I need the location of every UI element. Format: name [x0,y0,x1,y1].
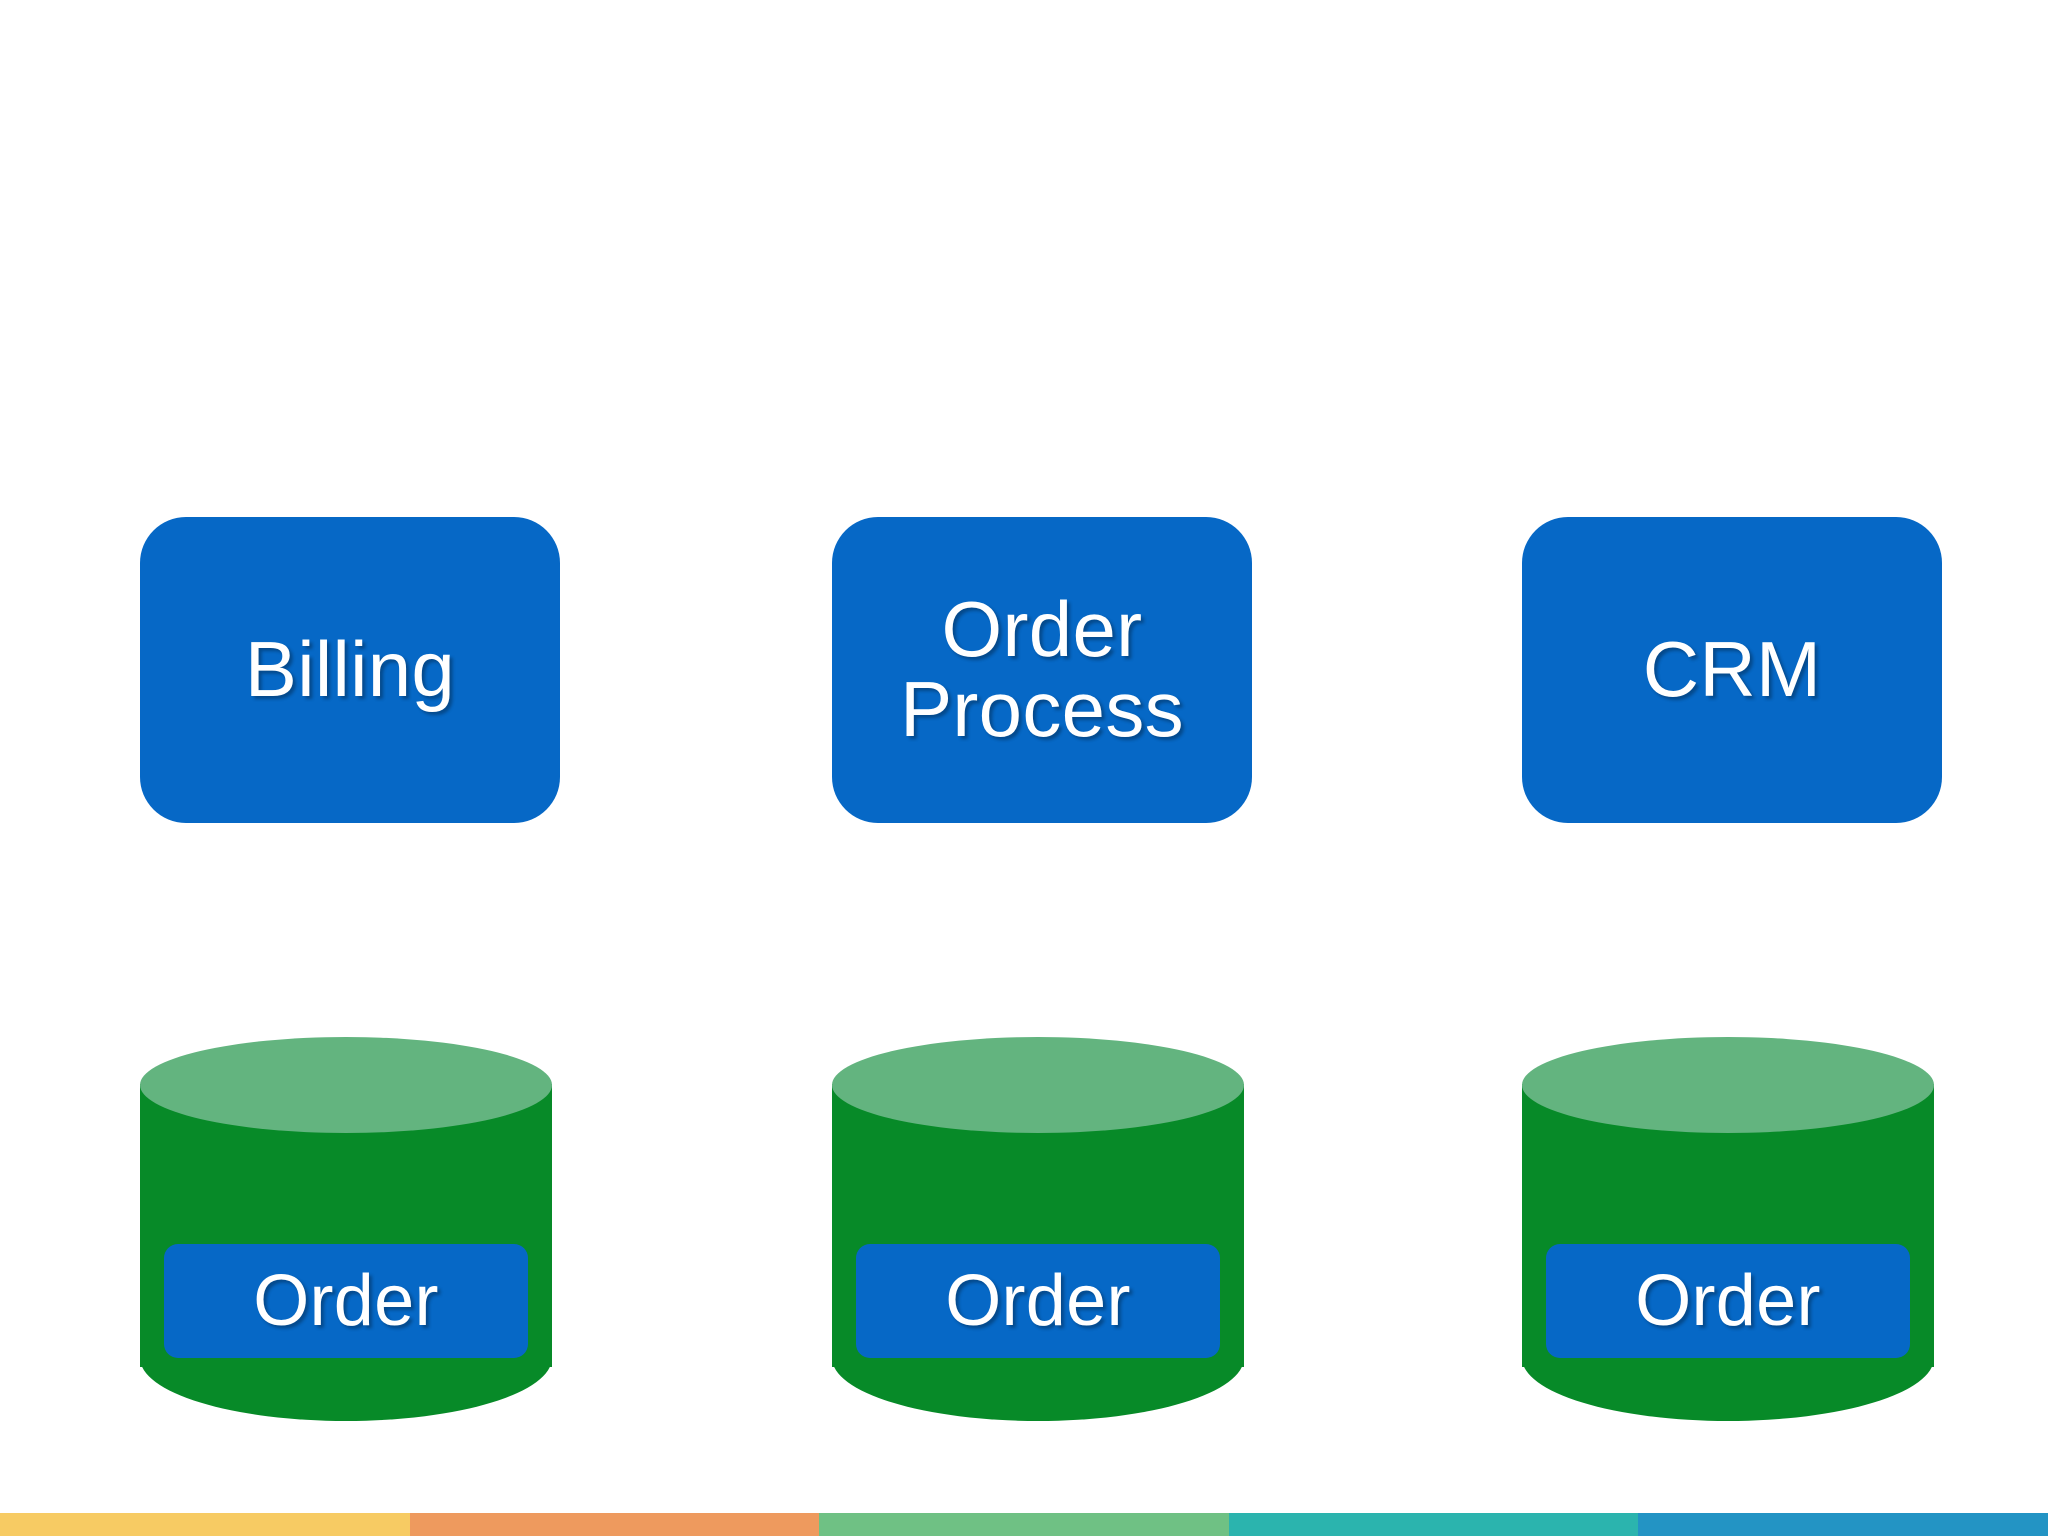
app-box-billing[interactable]: Billing [140,517,560,823]
database-label: Order [945,1261,1131,1341]
app-box-order-process[interactable]: Order Process [832,517,1252,823]
application-row: Billing Order Process CRM [0,517,2048,825]
database-label: Order [1635,1261,1821,1341]
cylinder-top-ellipse-icon [140,1037,552,1133]
cylinder-top-ellipse-icon [832,1037,1244,1133]
app-box-label: Billing [244,625,456,714]
accent-bar-segment-4 [1638,1513,2048,1536]
database-label: Order [253,1261,439,1341]
database-cylinder-order-process[interactable]: Order [832,1037,1244,1422]
app-box-label: Order Process [900,585,1184,753]
accent-bar [0,1513,2048,1536]
app-box-label: CRM [1642,625,1822,714]
accent-bar-segment-0 [0,1513,410,1536]
database-label-plate[interactable]: Order [856,1244,1220,1358]
accent-bar-segment-3 [1228,1513,1639,1536]
app-box-crm[interactable]: CRM [1522,517,1942,823]
database-cylinder-crm[interactable]: Order [1522,1037,1934,1422]
accent-bar-segment-1 [409,1513,820,1536]
cylinder-top-ellipse-icon [1522,1037,1934,1133]
database-row: Order Order Order [0,1037,2048,1427]
database-label-plate[interactable]: Order [164,1244,528,1358]
database-cylinder-billing[interactable]: Order [140,1037,552,1422]
database-label-plate[interactable]: Order [1546,1244,1910,1358]
accent-bar-segment-2 [819,1513,1229,1536]
